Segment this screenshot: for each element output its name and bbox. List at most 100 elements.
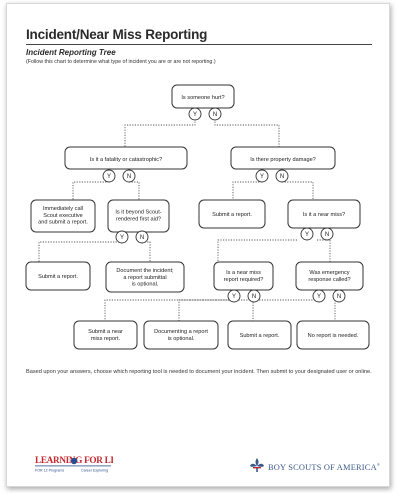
node-label-line: Is there property damage?: [250, 157, 316, 163]
node-label-line: rendered first aid?: [116, 216, 161, 222]
node-a2-box: [198, 199, 266, 229]
node-q3-label: Is there property damage?: [250, 157, 316, 163]
q3-markers: Y N: [255, 169, 289, 183]
node-label-line: Documenting a report: [154, 329, 208, 335]
lfl-tag-left: FOR 12 Programs: [35, 469, 64, 473]
connector-q1-no: [214, 119, 280, 147]
node-a3-box: [25, 261, 91, 291]
node-label-line: Scout executive: [43, 213, 83, 219]
bsa-wordmark: BOY SCOUTS OF AMERICA®: [268, 462, 380, 472]
node-label-line: a report submittal: [123, 275, 166, 281]
yes-marker: Y: [260, 174, 264, 180]
connector-q7-yes: [178, 299, 315, 321]
yes-marker: Y: [305, 232, 309, 238]
connector-q6-yes: [104, 299, 230, 321]
node-label-line: report required?: [224, 277, 264, 283]
yes-no-markers: Y N Y N Y N Y N: [102, 107, 346, 303]
connector-q6-no: [250, 299, 254, 321]
node-a3-label: Submit a report.: [38, 274, 78, 280]
node-label-line: Submit a report.: [38, 274, 78, 280]
q2-markers: Y N: [102, 169, 136, 183]
q4-markers: Y N: [115, 230, 149, 244]
node-label-line: is optional.: [132, 282, 159, 288]
connector-q1-yes: [124, 119, 196, 147]
no-marker: N: [325, 232, 329, 238]
node-a7-box: [227, 320, 292, 350]
lfl-tag-right: Career Exploring: [81, 469, 108, 473]
document-page: Incident/Near Miss Reporting Incident Re…: [6, 3, 390, 487]
q7-markers: Y N: [312, 289, 346, 303]
node-a1-box: [30, 199, 96, 233]
node-q2-box: [64, 146, 188, 170]
node-label-line: Immediately call: [43, 206, 83, 212]
node-label-line: and submit a report.: [38, 220, 88, 226]
yes-marker: Y: [193, 112, 197, 118]
connector-q4-yes: [38, 241, 122, 262]
node-labels: Is someone hurt? Is it a fatality or cat…: [38, 95, 359, 342]
node-label-line: Submit a report.: [212, 212, 252, 218]
node-q1-box: [171, 84, 235, 109]
connector-q2-yes: [72, 181, 109, 200]
q1-markers: Y N: [188, 107, 222, 121]
node-a5-box: [73, 320, 138, 350]
node-q7-box: [295, 261, 364, 291]
learning-for-life-logo: LEARNING FOR LIFE FOR 12 Programs Career…: [35, 455, 113, 473]
node-label-line: Document the incident;: [116, 268, 174, 274]
node-label-line: Is a near miss: [226, 270, 261, 276]
bsa-fleur-de-lis-icon: [250, 458, 264, 472]
node-label-line: Submit a near: [88, 329, 123, 335]
node-q1-label: Is someone hurt?: [181, 95, 224, 101]
node-q2-label: Is it a fatality or catastrophic?: [90, 157, 162, 163]
node-a2-label: Submit a report.: [212, 212, 252, 218]
node-a7-label: Submit a report.: [240, 333, 280, 339]
title-divider: [26, 44, 372, 45]
node-label-line: response called?: [308, 277, 350, 283]
connector-q3-no: [282, 181, 314, 200]
node-label-line: Is it beyond Scout-: [115, 210, 161, 216]
no-marker: N: [213, 112, 217, 118]
node-q5-label: Is it a near miss?: [303, 212, 345, 218]
connector-q5-yes: [217, 239, 297, 262]
no-marker: N: [280, 174, 284, 180]
instructions-footnote: Based upon your answers, choose which re…: [26, 369, 372, 375]
connector-q4-no: [142, 241, 151, 262]
lfl-figure-icon: [70, 457, 78, 465]
no-marker: N: [140, 235, 144, 241]
decision-boxes: [25, 84, 370, 350]
yes-marker: Y: [232, 294, 236, 300]
no-marker: N: [337, 294, 341, 300]
node-label-line: No report is needed.: [308, 333, 359, 339]
incident-reporting-tree: Is someone hurt? Is it a fatality or cat…: [25, 84, 370, 350]
node-q5-box: [287, 199, 361, 229]
no-marker: N: [127, 174, 131, 180]
yes-marker: Y: [107, 174, 111, 180]
node-a4-label: Document the incident;a report submittal…: [116, 268, 174, 288]
node-q6-box: [213, 261, 274, 291]
node-a6-box: [143, 320, 219, 350]
node-a8-box: [296, 320, 370, 350]
node-label-line: miss report.: [91, 336, 121, 342]
no-marker: N: [252, 294, 256, 300]
connector-q2-no: [129, 181, 140, 200]
node-label-line: Is it a near miss?: [303, 212, 345, 218]
connector-q5-no: [317, 239, 331, 262]
page-title: Incident/Near Miss Reporting: [26, 27, 208, 42]
node-q3-box: [230, 146, 336, 170]
node-label-line: Is it a fatality or catastrophic?: [90, 157, 162, 163]
bsa-mark: ®: [376, 462, 381, 467]
node-label-line: Submit a report.: [240, 333, 280, 339]
connectors: [38, 119, 336, 321]
q6-markers: Y N: [227, 289, 261, 303]
node-label-line: is optional.: [168, 336, 195, 342]
node-label-line: Was emergency: [309, 270, 349, 276]
section-heading: Incident Reporting Tree: [26, 48, 116, 57]
q5-markers: Y N: [300, 227, 334, 241]
instruction-text: (Follow this chart to determine what typ…: [26, 59, 216, 65]
node-a4-box: [105, 261, 185, 293]
node-a8-label: No report is needed.: [308, 333, 359, 339]
